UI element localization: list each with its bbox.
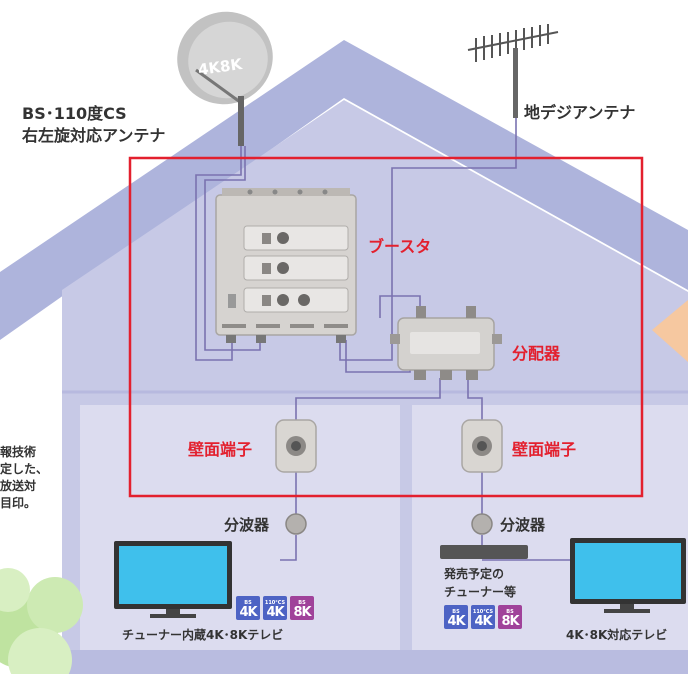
terrestrial-mast [513, 48, 518, 118]
left-note: 報技術 定した、 放送対 目印。 [0, 444, 40, 512]
left-note-line: 目印。 [0, 496, 37, 510]
badge-bs-4k-right: BS 4K [444, 605, 468, 629]
badge-top-text: BS [244, 600, 252, 606]
tuner-label-line1: 発売予定の [444, 567, 505, 581]
highlight-frame [128, 156, 644, 498]
splitter-device [390, 306, 502, 380]
badge-big-text: 8K [293, 605, 311, 620]
booster-device [215, 188, 357, 343]
base-strip [62, 650, 688, 674]
badge-big-text: 4K [447, 614, 465, 629]
cables [195, 118, 570, 561]
wall-outlet-left-device [275, 419, 317, 473]
tuner-label-line2: チューナー等 [444, 585, 517, 599]
badge-top-text: 110°CS [472, 609, 494, 615]
badge-cs-4k-left: 110°CS 4K [263, 596, 287, 620]
badge-cs-4k-right: 110°CS 4K [471, 605, 495, 629]
bs-dish-icon [177, 11, 273, 146]
bs-antenna-label-line2: 右左旋対応アンテナ [22, 126, 166, 145]
badge-top-text: BS [452, 609, 460, 615]
badge-bs-8k-left: BS 8K [290, 596, 314, 620]
side-accent [652, 300, 688, 362]
bush-decoration [0, 568, 83, 674]
diplexer-right-device [471, 513, 493, 535]
badge-bs-4k-left: BS 4K [236, 596, 260, 620]
badge-big-text: 4K [239, 605, 257, 620]
diplexer-right-label: 分波器 [500, 516, 546, 534]
splitter-label: 分配器 [512, 344, 561, 363]
diplexer-left-device [285, 513, 307, 535]
terrestrial-antenna-icon [467, 24, 559, 62]
badge-big-text: 4K [474, 614, 492, 629]
diplexer-left-label: 分波器 [224, 516, 270, 534]
tv-right-device [570, 538, 686, 613]
badge-bs-8k-right: BS 8K [498, 605, 522, 629]
badge-top-text: BS [506, 609, 514, 615]
bs-antenna-label-line1: BS･110度CS [22, 104, 127, 123]
booster-label: ブースタ [368, 237, 432, 256]
badge-big-text: 8K [501, 614, 519, 629]
badge-top-text: BS [298, 600, 306, 606]
wall-outlet-left-label: 壁面端子 [188, 440, 253, 459]
left-note-line: 定した、 [0, 462, 40, 476]
wall-outlet-right-device [461, 419, 503, 473]
left-note-line: 報技術 [0, 445, 37, 459]
badge-big-text: 4K [266, 605, 284, 620]
badge-top-text: 110°CS [264, 600, 286, 606]
left-note-line: 放送対 [0, 479, 37, 493]
tv-left-label: チューナー内蔵4K･8Kテレビ [122, 628, 284, 642]
terrestrial-antenna-label: 地デジアンテナ [524, 103, 636, 122]
roof [0, 40, 688, 340]
wall-outlet-right-label: 壁面端子 [512, 440, 577, 459]
tv-left-device [114, 541, 232, 618]
tuner-device [440, 545, 528, 559]
tv-right-label: 4K･8K対応テレビ [566, 628, 668, 642]
